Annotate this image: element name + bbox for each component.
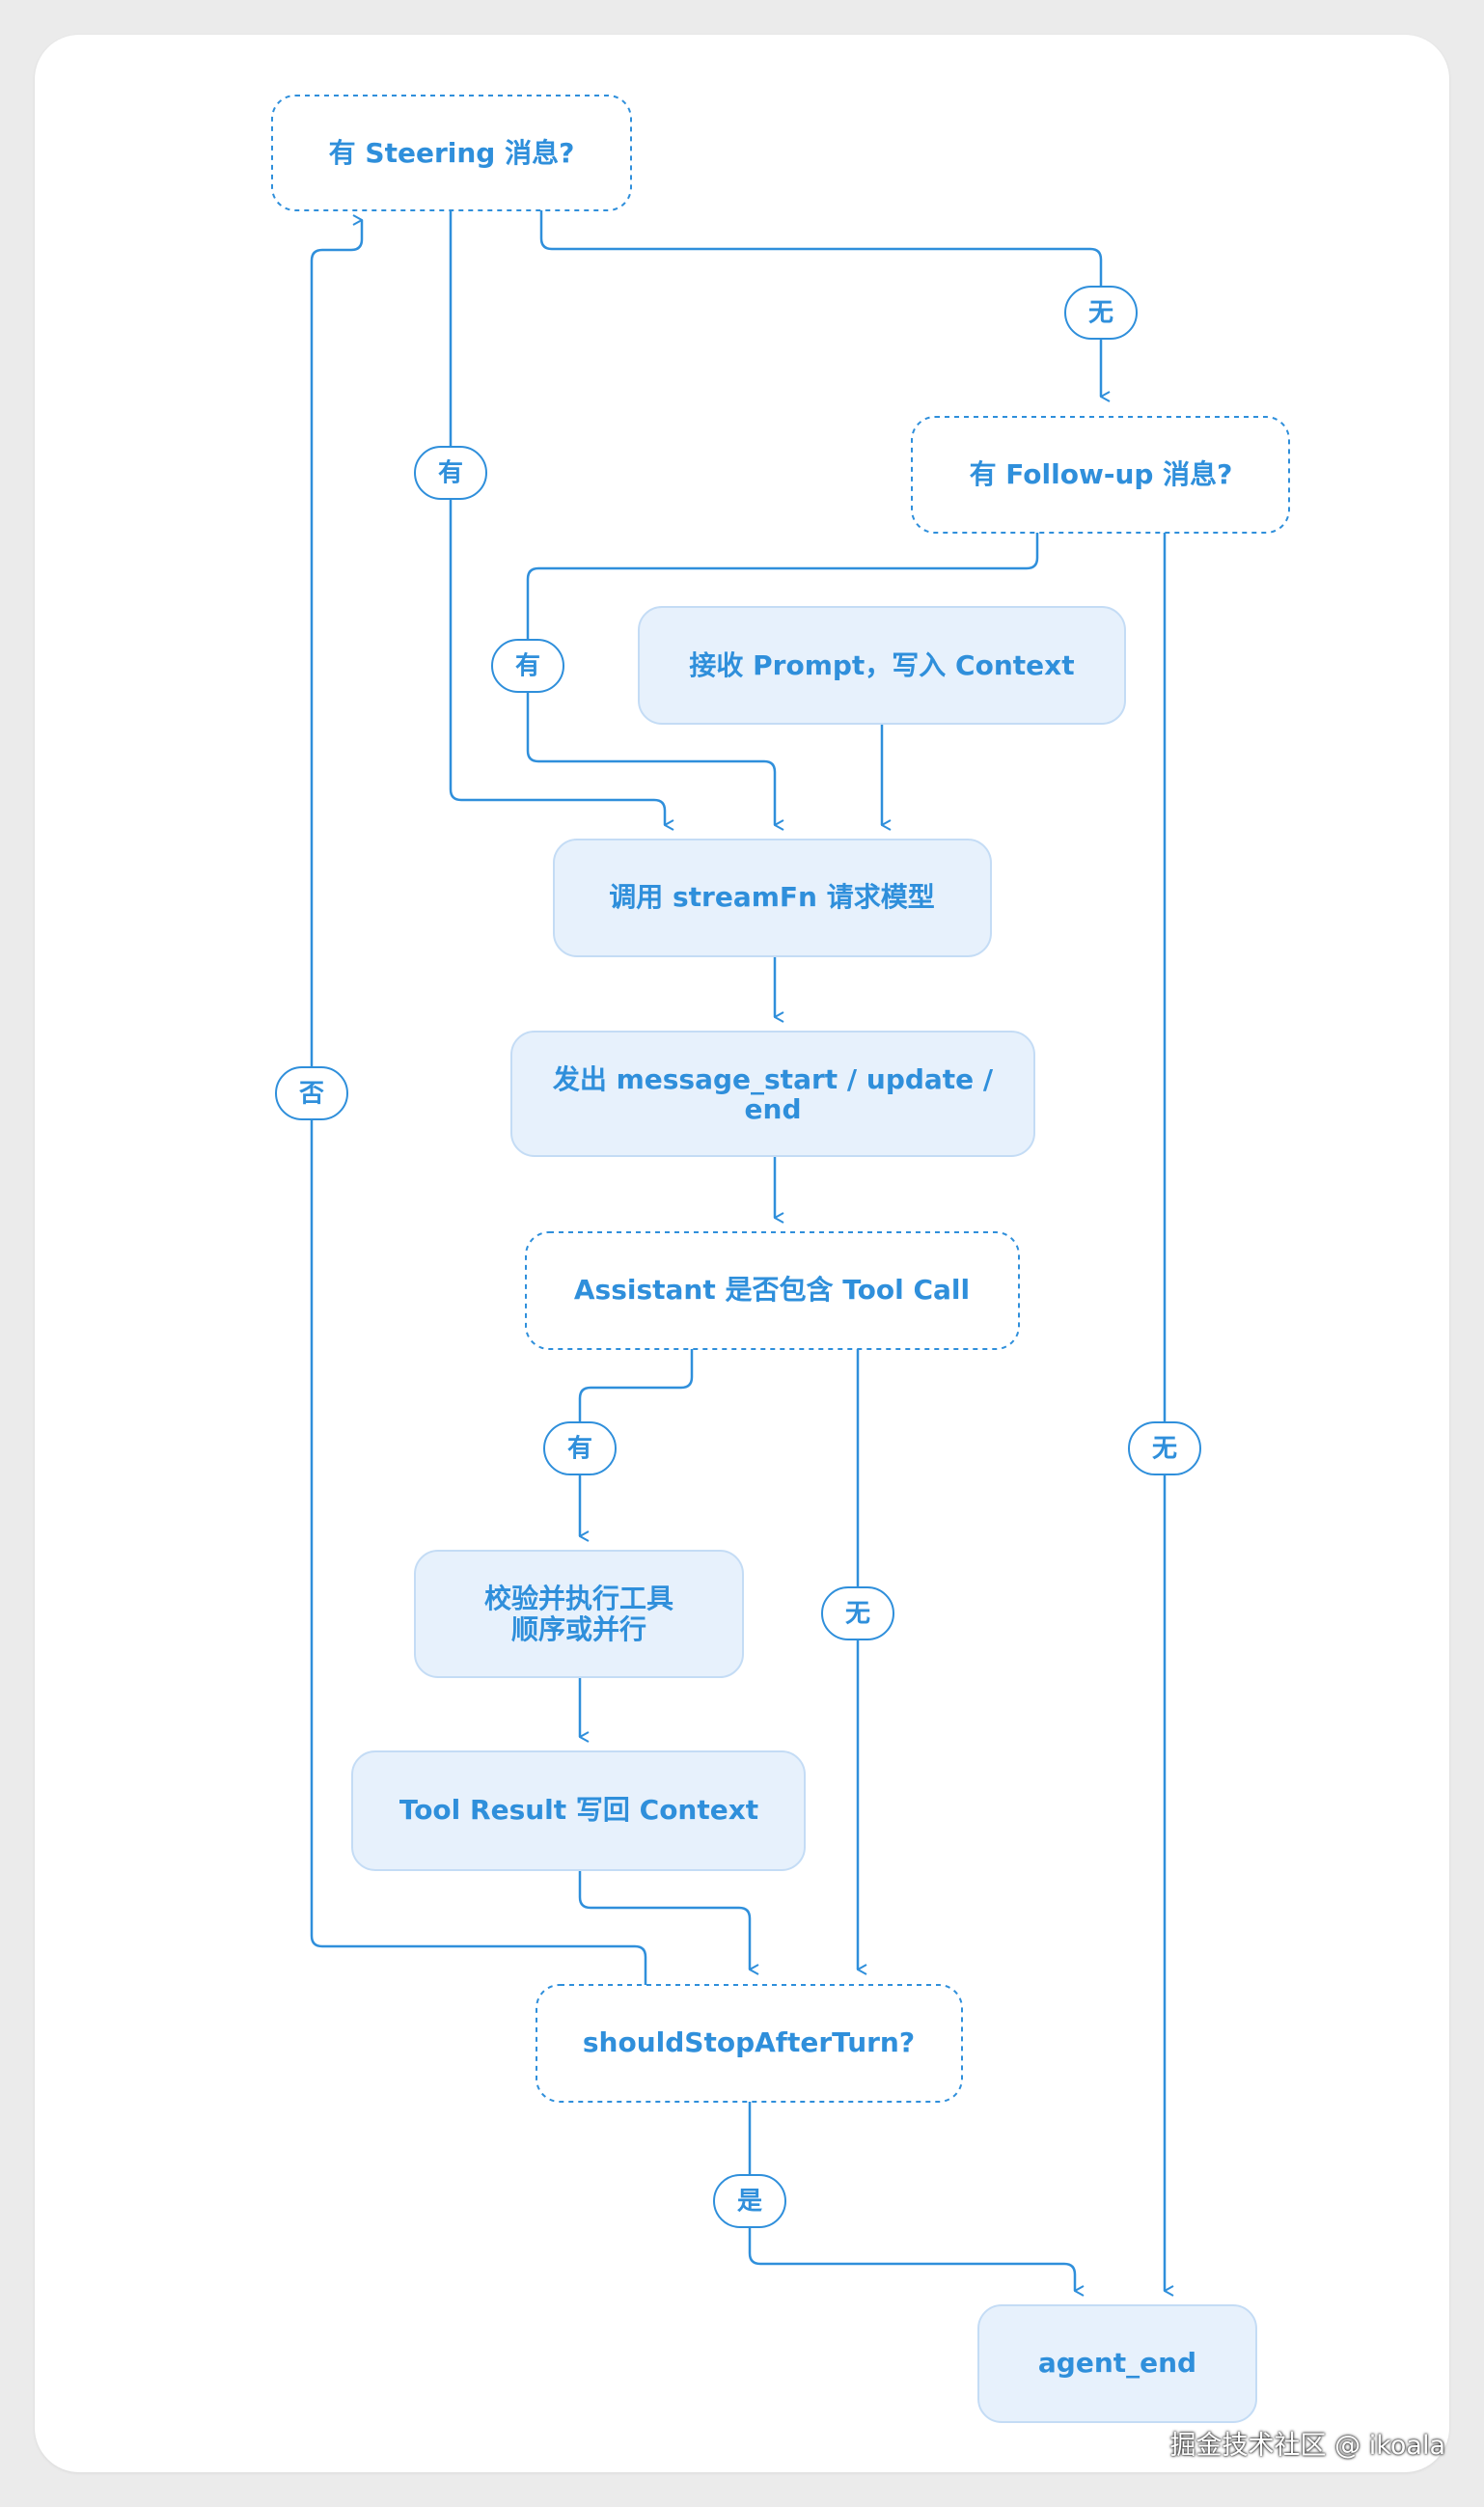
edge-label-steering-no: 无 [1064, 286, 1138, 340]
node-stop: shouldStopAfterTurn? [536, 1984, 963, 2103]
svg-text:有: 有 [515, 652, 540, 681]
watermark: 掘金技术社区 @ ikoala [1169, 2431, 1445, 2461]
node-stream: 调用 streamFn 请求模型 [553, 839, 992, 957]
node-exec-line2: 顺序或并行 [511, 1613, 646, 1645]
node-emit-line2: end [745, 1093, 802, 1125]
node-stop-label: shouldStopAfterTurn? [583, 2026, 915, 2058]
node-toolcall: Assistant 是否包含 Tool Call [525, 1231, 1020, 1350]
node-steering: 有 Steering 消息? [271, 95, 632, 211]
svg-text:无: 无 [1088, 299, 1113, 328]
node-emit: 发出 message_start / update / end [510, 1031, 1035, 1157]
svg-text:无: 无 [845, 1600, 870, 1629]
node-followup: 有 Follow-up 消息? [911, 416, 1290, 534]
node-prompt-label: 接收 Prompt，写入 Context [689, 649, 1074, 681]
node-emit-line1: 发出 message_start / update / [552, 1063, 994, 1095]
node-stream-label: 调用 streamFn 请求模型 [609, 881, 934, 913]
node-result-label: Tool Result 写回 Context [399, 1794, 758, 1826]
edge-label-followup-no: 无 [1128, 1421, 1201, 1475]
edge-steering-no [539, 210, 1101, 397]
svg-text:是: 是 [737, 2188, 762, 2217]
node-end-label: agent_end [1038, 2347, 1196, 2379]
edge-label-followup-yes: 有 [491, 639, 564, 693]
node-end: agent_end [977, 2304, 1257, 2423]
svg-text:否: 否 [299, 1080, 324, 1109]
svg-text:无: 无 [1152, 1435, 1177, 1464]
svg-text:有: 有 [567, 1435, 592, 1464]
node-result: Tool Result 写回 Context [351, 1750, 806, 1871]
edge-stop-yes [748, 2102, 1075, 2291]
edge-label-toolcall-yes: 有 [543, 1421, 617, 1475]
node-toolcall-label: Assistant 是否包含 Tool Call [574, 1274, 970, 1306]
edge-toolcall-yes [578, 1349, 694, 1536]
edge-label-stop-yes: 是 [713, 2174, 786, 2228]
edge-steering-yes [449, 210, 665, 825]
edge-label-stop-no: 否 [275, 1066, 348, 1120]
node-exec: 校验并执行工具 顺序或并行 [414, 1550, 744, 1678]
node-followup-label: 有 Follow-up 消息? [970, 458, 1233, 490]
edge-result-stop [578, 1870, 750, 1970]
edge-label-steering-yes: 有 [414, 446, 487, 500]
svg-text:有: 有 [438, 459, 463, 488]
node-prompt: 接收 Prompt，写入 Context [638, 606, 1126, 725]
edge-label-toolcall-no: 无 [821, 1586, 894, 1640]
node-exec-line1: 校验并执行工具 [484, 1583, 673, 1614]
node-steering-label: 有 Steering 消息? [329, 137, 575, 169]
